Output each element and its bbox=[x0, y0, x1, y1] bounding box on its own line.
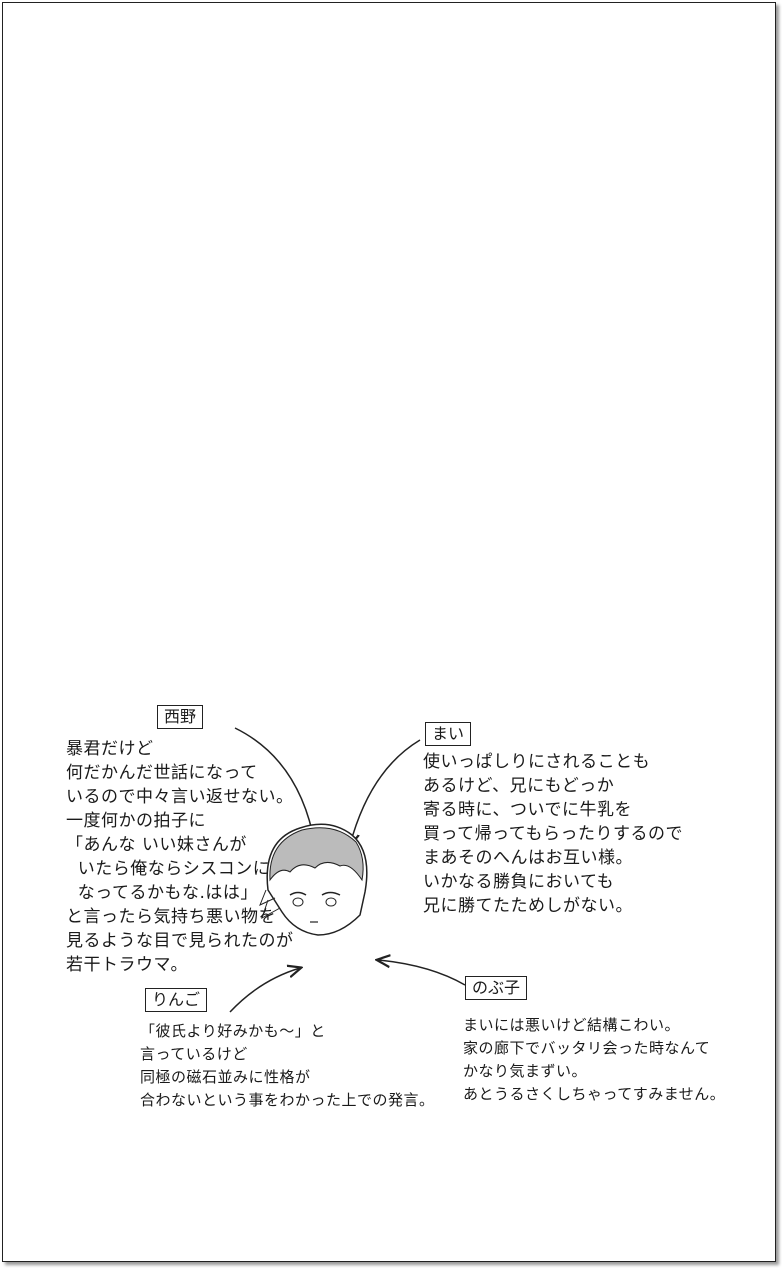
text-line: 合わないという事をわかった上での発言。 bbox=[140, 1091, 435, 1109]
description-ringo: 「彼氏より好みかも～」と言っているけど同極の磁石並みに性格が合わないという事をわ… bbox=[140, 1020, 435, 1112]
arrow-ringo bbox=[229, 968, 300, 1013]
text-line: かなり気まずい。 bbox=[463, 1062, 588, 1080]
text-line: 同極の磁石並みに性格が bbox=[140, 1068, 311, 1086]
text-line: 言っているけど bbox=[140, 1045, 248, 1063]
text-line: 使いっぱしりにされることも bbox=[423, 752, 651, 772]
text-line: いるので中々言い返せない。 bbox=[66, 787, 294, 807]
text-line: 家の廊下でバッタリ会った時なんて bbox=[463, 1039, 711, 1057]
text-line: 兄に勝てたためしがない。 bbox=[423, 896, 633, 916]
description-nobuko: まいには悪いけど結構こわい。家の廊下でバッタリ会った時なんてかなり気まずい。あと… bbox=[463, 1014, 725, 1106]
text-line: 一度何かの拍子に bbox=[66, 811, 206, 831]
text-line: 寄る時に、ついでに牛乳を bbox=[423, 800, 632, 820]
text-line: 暴君だけど bbox=[66, 739, 154, 759]
arrow-mai bbox=[350, 739, 421, 845]
text-line: まあそのへんはお互い様。 bbox=[423, 848, 633, 868]
text-line: いかなる勝負においても bbox=[423, 872, 615, 892]
arrow-nobuko bbox=[378, 960, 466, 986]
text-line: 見るような目で見られたのが bbox=[66, 931, 294, 951]
name-label-ringo: りんご bbox=[145, 988, 208, 1012]
text-line: あとうるさくしちゃってすみません。 bbox=[463, 1085, 726, 1103]
text-line: なってるかもな.はは」 bbox=[66, 883, 258, 903]
text-line: あるけど、兄にもどっか bbox=[423, 776, 615, 796]
text-line: 何だかんだ世話になって bbox=[66, 763, 258, 783]
text-line: まいには悪いけど結構こわい。 bbox=[463, 1016, 681, 1034]
name-label-mai: まい bbox=[425, 722, 472, 746]
text-line: 若干トラウマ。 bbox=[66, 955, 188, 975]
description-mai: 使いっぱしりにされることもあるけど、兄にもどっか寄る時に、ついでに牛乳を買って帰… bbox=[423, 750, 683, 918]
name-label-nobuko: のぶ子 bbox=[465, 976, 528, 1000]
character-face-drawing bbox=[259, 823, 368, 936]
text-line: 「あんな いい妹さんが bbox=[66, 835, 247, 855]
text-line: 「彼氏より好みかも～」と bbox=[140, 1022, 326, 1040]
text-line: と言ったら気持ち悪い物を bbox=[66, 907, 276, 927]
name-label-nishino: 西野 bbox=[157, 705, 204, 729]
text-line: いたら俺ならシスコンに bbox=[66, 859, 271, 879]
description-nishino: 暴君だけど何だかんだ世話になっているので中々言い返せない。一度何かの拍子に「あん… bbox=[66, 737, 294, 977]
text-line: 買って帰ってもらったりするので bbox=[423, 824, 683, 844]
